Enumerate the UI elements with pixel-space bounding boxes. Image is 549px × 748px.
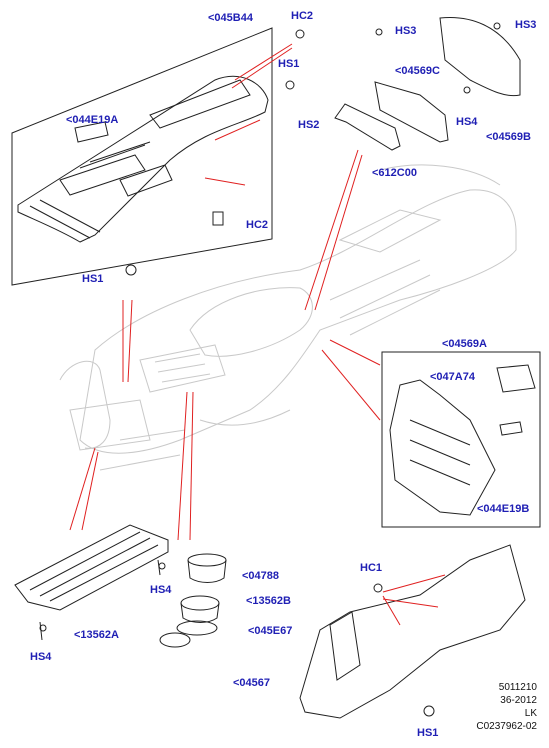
reference-line-4: C0237962-02 bbox=[476, 721, 537, 732]
upper-panel-frame bbox=[11, 27, 273, 286]
callout-hc2-mid[interactable]: HC2 bbox=[246, 219, 269, 231]
callout-13562A[interactable]: <13562A bbox=[74, 629, 119, 641]
callout-04788[interactable]: <04788 bbox=[242, 570, 280, 582]
callout-hc1[interactable]: HC1 bbox=[360, 562, 383, 574]
callout-hs2[interactable]: HS2 bbox=[298, 119, 320, 131]
callout-hs3-a[interactable]: HS3 bbox=[395, 25, 417, 37]
top-trim-panel bbox=[17, 75, 269, 243]
callout-hs4-top[interactable]: HS4 bbox=[456, 116, 478, 128]
callout-04569A[interactable]: <04569A bbox=[442, 338, 487, 350]
reference-line-3: LK bbox=[524, 708, 537, 719]
callout-044E19A[interactable]: <044E19A bbox=[66, 114, 119, 126]
callout-hc2-top[interactable]: HC2 bbox=[291, 10, 314, 22]
callout-045E67[interactable]: <045E67 bbox=[248, 625, 293, 637]
callout-04569B[interactable]: <04569B bbox=[486, 131, 531, 143]
callout-hs3-b[interactable]: HS3 bbox=[515, 19, 537, 31]
callout-044E19B[interactable]: <044E19B bbox=[477, 503, 530, 515]
drawing-reference: 5011210 36-2012 LK C0237962-02 bbox=[476, 681, 537, 733]
top-right-trims bbox=[334, 17, 521, 151]
callout-04567[interactable]: <04567 bbox=[233, 677, 271, 689]
callout-hs1-left[interactable]: HS1 bbox=[82, 273, 104, 285]
inset-frame bbox=[381, 351, 541, 528]
lower-bracket bbox=[14, 524, 169, 641]
reference-line-1: 5011210 bbox=[498, 682, 537, 693]
callout-hs1-top[interactable]: HS1 bbox=[278, 58, 300, 70]
leader-lines bbox=[69, 43, 446, 626]
callout-hs4-bottom[interactable]: HS4 bbox=[30, 651, 52, 663]
side-panel bbox=[299, 544, 526, 719]
callout-045B44[interactable]: <045B44 bbox=[208, 12, 253, 24]
fasteners bbox=[39, 22, 501, 717]
reference-line-2: 36-2012 bbox=[500, 695, 537, 706]
callout-04569C[interactable]: <04569C bbox=[395, 65, 440, 77]
cup-holder-parts bbox=[159, 553, 227, 648]
callout-hs4-mid[interactable]: HS4 bbox=[150, 584, 172, 596]
callout-hs1-bottom[interactable]: HS1 bbox=[417, 727, 439, 739]
callout-047A74[interactable]: <047A74 bbox=[430, 371, 475, 383]
callout-13562B[interactable]: <13562B bbox=[246, 595, 291, 607]
callout-612C00[interactable]: <612C00 bbox=[372, 167, 417, 179]
ghost-console-assembly bbox=[59, 164, 517, 471]
